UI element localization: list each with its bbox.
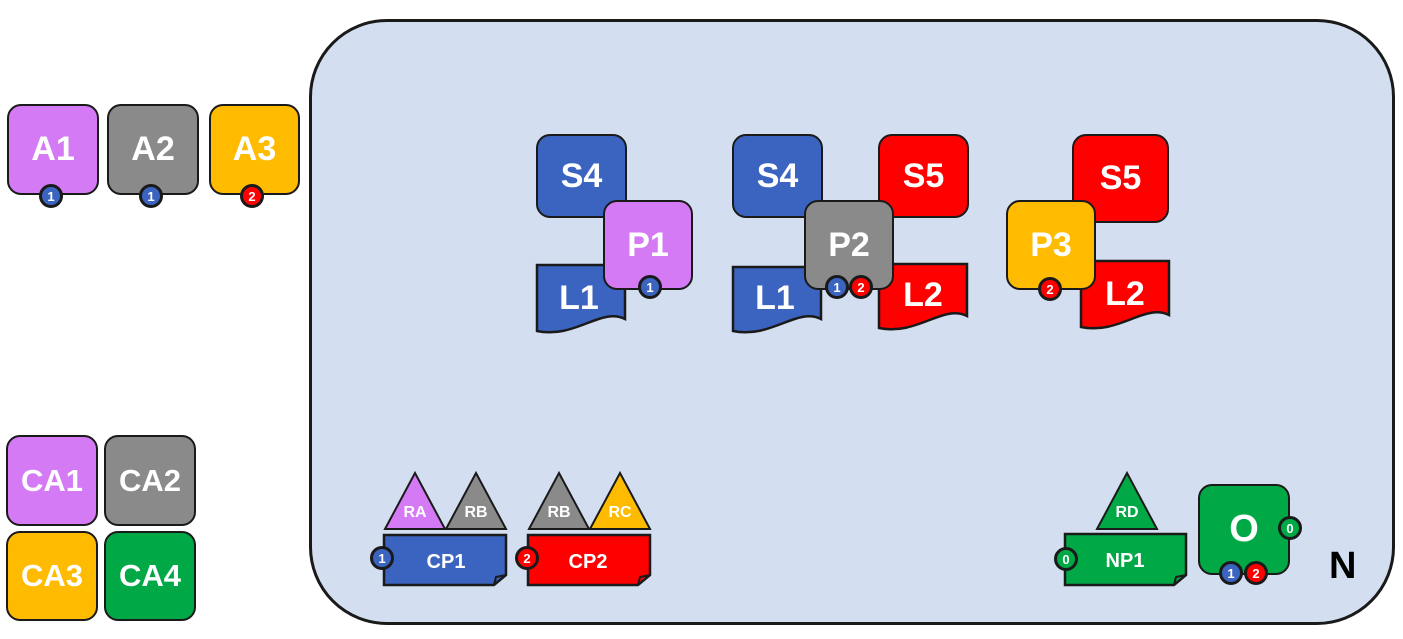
node-label: NP1 bbox=[1106, 550, 1145, 572]
process-block-p3: P3 bbox=[1006, 200, 1096, 290]
node-block-np1: NP1 bbox=[1063, 532, 1188, 587]
badge-0: 0 bbox=[1054, 547, 1078, 571]
role-label: RD bbox=[1115, 504, 1138, 521]
badge-1: 1 bbox=[638, 275, 662, 299]
legend-block-a2: A2 bbox=[107, 104, 199, 195]
role-label: RC bbox=[608, 504, 632, 521]
legend-block-ca3: CA3 bbox=[6, 531, 98, 621]
channel-label: CP1 bbox=[427, 551, 466, 573]
role-triangle-rd: RD bbox=[1095, 470, 1159, 530]
channel-block-cp1: CP1 bbox=[382, 533, 508, 587]
badge-1: 1 bbox=[39, 184, 63, 208]
document-block-l1: L1 bbox=[731, 265, 823, 334]
document-block-l2: L2 bbox=[1079, 259, 1171, 330]
storage-block-s5: S5 bbox=[878, 134, 969, 218]
badge-1: 1 bbox=[139, 184, 163, 208]
badge-2: 2 bbox=[240, 184, 264, 208]
legend-label-a1: A1 bbox=[31, 130, 75, 168]
legend-label-a3: A3 bbox=[232, 130, 277, 168]
channel-label: CP2 bbox=[569, 551, 608, 573]
legend-block-a1: A1 bbox=[7, 104, 99, 195]
role-label: RB bbox=[464, 504, 487, 521]
storage-label: S5 bbox=[902, 156, 945, 195]
badge-1: 1 bbox=[370, 546, 394, 570]
legend-label-ca1: CA1 bbox=[20, 462, 83, 498]
document-label: L1 bbox=[755, 279, 795, 317]
role-triangle-rb: RB bbox=[444, 470, 508, 530]
process-block-p2: P2 bbox=[804, 200, 894, 290]
badge-2: 2 bbox=[849, 275, 873, 299]
badge-2: 2 bbox=[1244, 561, 1268, 585]
role-label: RB bbox=[547, 504, 570, 521]
document-label: L2 bbox=[903, 276, 943, 314]
process-label: P3 bbox=[1030, 225, 1072, 264]
storage-label: S4 bbox=[756, 156, 799, 195]
document-label: L1 bbox=[559, 279, 599, 317]
badge-2: 2 bbox=[515, 546, 539, 570]
process-label: P1 bbox=[627, 225, 669, 264]
legend-label-ca3: CA3 bbox=[20, 558, 83, 593]
role-triangle-rc: RC bbox=[588, 470, 652, 530]
role-label: RA bbox=[403, 504, 427, 521]
legend-block-ca2: CA2 bbox=[104, 435, 196, 526]
container-label: N bbox=[1329, 545, 1357, 587]
role-triangle-ra: RA bbox=[383, 470, 447, 530]
badge-2: 2 bbox=[1038, 277, 1062, 301]
document-block-l1: L1 bbox=[535, 263, 627, 334]
output-label: O bbox=[1229, 508, 1259, 550]
badge-0: 0 bbox=[1278, 516, 1302, 540]
document-block-l2: L2 bbox=[877, 262, 969, 331]
legend-label-a2: A2 bbox=[131, 130, 175, 168]
legend-label-ca2: CA2 bbox=[118, 462, 181, 498]
process-block-p1: P1 bbox=[603, 200, 693, 290]
storage-block-s4: S4 bbox=[536, 134, 627, 218]
output-block-o: O bbox=[1198, 484, 1290, 575]
badge-1: 1 bbox=[825, 275, 849, 299]
storage-label: S5 bbox=[1099, 159, 1142, 197]
channel-block-cp2: CP2 bbox=[526, 533, 652, 587]
legend-block-ca4: CA4 bbox=[104, 531, 196, 621]
legend-block-ca1: CA1 bbox=[6, 435, 98, 526]
storage-label: S4 bbox=[560, 156, 603, 195]
badge-1: 1 bbox=[1219, 561, 1243, 585]
legend-block-a3: A3 bbox=[209, 104, 300, 195]
process-label: P2 bbox=[828, 225, 870, 264]
role-triangle-rb: RB bbox=[527, 470, 591, 530]
document-label: L2 bbox=[1105, 275, 1145, 313]
legend-label-ca4: CA4 bbox=[118, 558, 181, 593]
